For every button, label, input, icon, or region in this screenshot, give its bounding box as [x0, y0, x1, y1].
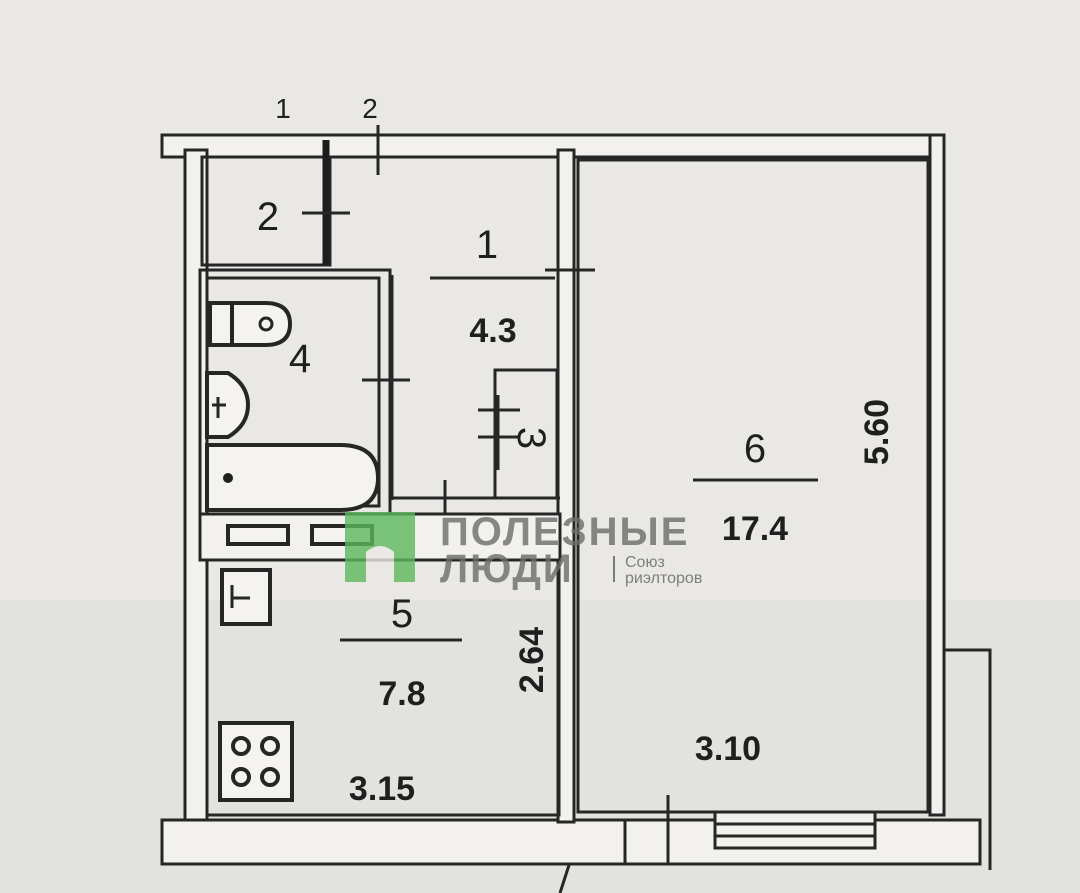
- dim-room6-length: 5.60: [858, 399, 896, 465]
- vent-1-icon: [226, 524, 290, 546]
- top-mark-1: 1: [275, 93, 291, 124]
- watermark-logo-icon: [345, 512, 415, 582]
- room-3-number: 3: [509, 427, 553, 449]
- sink-icon: [205, 371, 251, 439]
- top-mark-2: 2: [362, 93, 378, 124]
- room-3-outline: [493, 368, 559, 500]
- room-5-number: 5: [391, 592, 413, 636]
- room-2-number: 2: [257, 195, 279, 239]
- watermark-line1: ПОЛЕЗНЫЕ: [440, 510, 689, 554]
- window-bottom: [713, 810, 877, 850]
- dim-room5-length: 2.64: [513, 627, 551, 693]
- balcony-outline: [945, 648, 992, 870]
- room-1-area: 4.3: [469, 312, 516, 350]
- room-6-area: 17.4: [722, 510, 788, 548]
- outer-wall-top: [160, 133, 946, 159]
- stove-icon: [218, 721, 294, 802]
- watermark: ПОЛЕЗНЫЕ ЛЮДИ Союз риэлторов: [345, 510, 702, 591]
- outer-wall-left: [183, 148, 209, 832]
- room-2-outline: [200, 155, 332, 267]
- bathtub-icon: [205, 443, 381, 512]
- dim-room5-width: 3.15: [349, 770, 415, 808]
- balcony-line: [558, 861, 572, 893]
- dim-room6-width: 3.10: [695, 730, 761, 768]
- watermark-tag-line2: риэлторов: [625, 570, 702, 587]
- watermark-tag-line1: Союз: [625, 554, 665, 571]
- room-1-number: 1: [476, 223, 498, 267]
- room-5-area: 7.8: [378, 675, 425, 713]
- room-6-number: 6: [744, 427, 766, 471]
- watermark-line2: ЛЮДИ: [440, 547, 574, 591]
- outer-wall-right: [928, 133, 946, 817]
- toilet-icon: [208, 301, 293, 347]
- room-4-number: 4: [289, 337, 311, 381]
- kitchen-sink-icon: [220, 568, 272, 626]
